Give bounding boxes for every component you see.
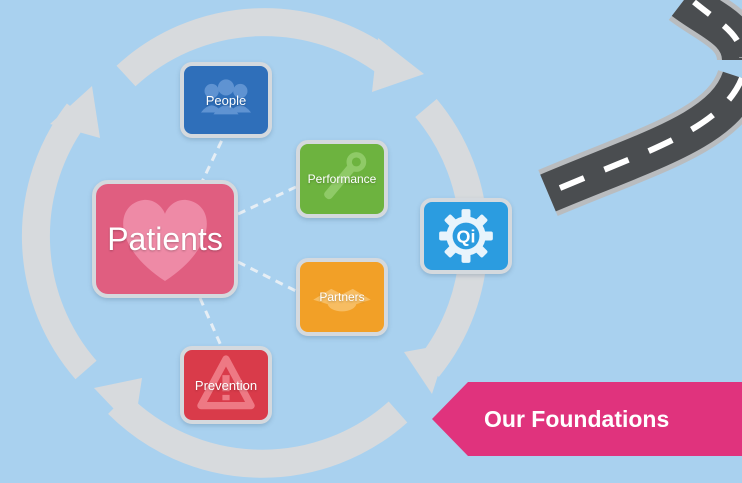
cycle-arrowheads bbox=[50, 38, 448, 430]
performance-tile: Performance bbox=[296, 140, 388, 218]
gear-icon: Qi bbox=[439, 209, 493, 263]
people-label: People bbox=[205, 92, 247, 108]
prevention-label: Prevention bbox=[194, 377, 258, 393]
qi-tile: Qi bbox=[420, 198, 512, 274]
heart-icon bbox=[123, 199, 207, 281]
prevention-tile: Prevention bbox=[180, 346, 272, 424]
partners-tile: Partners bbox=[296, 258, 388, 336]
warning-triangle-icon bbox=[197, 355, 255, 410]
our-foundations-banner: Our Foundations bbox=[432, 380, 742, 458]
connectors bbox=[198, 139, 299, 349]
patients-tile: Patients bbox=[92, 180, 238, 298]
banner-arrow-shape bbox=[432, 382, 742, 456]
qi-label: Qi bbox=[457, 226, 476, 246]
cycle-arrow-top bbox=[116, 8, 397, 87]
people-group-icon bbox=[200, 79, 252, 115]
patients-label: Patients bbox=[107, 220, 223, 257]
cycle-arrow-bottom bbox=[108, 394, 408, 478]
partners-label: Partners bbox=[319, 290, 365, 304]
cycle-arrow-left bbox=[21, 103, 97, 380]
performance-label: Performance bbox=[307, 172, 377, 186]
road-graphic bbox=[538, 0, 742, 217]
banner-label: Our Foundations bbox=[484, 405, 670, 432]
handshake-icon bbox=[313, 288, 371, 312]
wrench-icon bbox=[324, 152, 367, 200]
people-tile: People bbox=[180, 62, 272, 138]
